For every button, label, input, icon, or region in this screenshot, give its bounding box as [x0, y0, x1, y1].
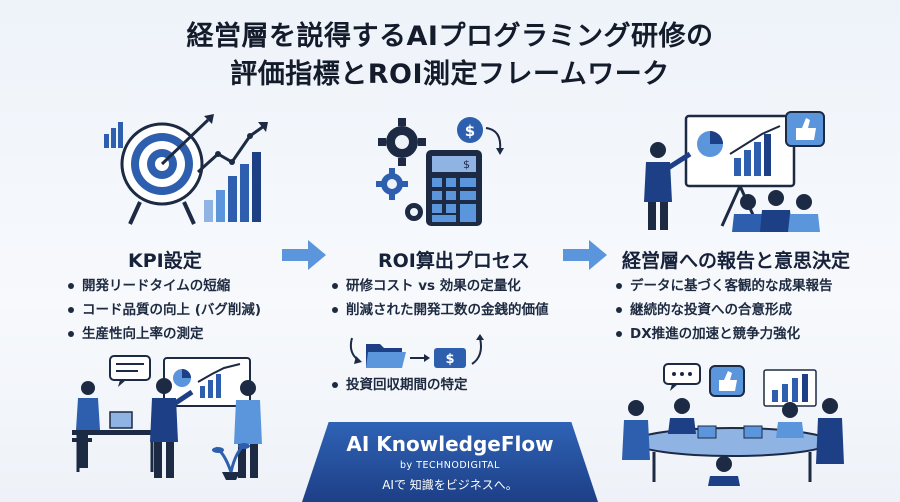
gear-icon	[378, 118, 426, 166]
page-title: 経営層を説得するAIプログラミング研修の 評価指標とROI測定フレームワーク	[0, 18, 900, 94]
list-item: コード品質の向上 (バグ削減)	[66, 298, 261, 322]
list-item: 継続的な投資への合意形成	[614, 298, 833, 322]
thumbs-up-icon	[785, 111, 825, 147]
calculator-gears-illustration: $ $	[376, 117, 504, 226]
gear-icon	[405, 203, 423, 221]
gear-icon	[376, 168, 408, 200]
kpi-list: 開発リードタイムの短縮 コード品質の向上 (バグ削減) 生産性向上率の測定	[66, 274, 261, 346]
team-meeting-illustration	[72, 355, 262, 480]
bar-chart-icon	[204, 152, 261, 222]
list-item: 削減された開発工数の金銭的価値	[330, 298, 549, 322]
list-item: 研修コスト vs 効果の定量化	[330, 274, 549, 298]
list-item: 開発リードタイムの短縮	[66, 274, 261, 298]
thumbs-up-icon	[709, 365, 745, 397]
brand-by-line: by TECHNODIGITAL	[400, 460, 500, 471]
svg-text:$: $	[445, 352, 454, 367]
svg-text:$: $	[463, 158, 470, 171]
speech-bubble-icon	[663, 363, 701, 391]
svg-text:$: $	[465, 122, 475, 140]
kpi-heading: KPI設定	[128, 250, 202, 272]
brand-tagline: AIで 知識をビジネスへ。	[382, 478, 518, 492]
roi-list: 研修コスト vs 効果の定量化 削減された開発工数の金銭的価値	[330, 274, 549, 322]
list-item: DX推進の加速と競争力強化	[614, 322, 833, 346]
folder-to-money-flow: $	[349, 334, 484, 368]
list-item: データに基づく客観的な成果報告	[614, 274, 833, 298]
executive-presentation-illustration	[644, 111, 825, 232]
folder-icon	[366, 344, 406, 368]
target-icon	[120, 114, 214, 225]
calculator-icon: $	[426, 150, 482, 226]
roi-list-last: 投資回収期間の特定	[330, 373, 468, 397]
executive-list: データに基づく客観的な成果報告 継続的な投資への合意形成 DX推進の加速と競争力…	[614, 274, 833, 346]
list-item: 投資回収期間の特定	[330, 373, 468, 397]
roi-heading: ROI算出プロセス	[378, 250, 530, 272]
money-icon: $	[434, 348, 466, 368]
speech-bubble-icon	[109, 355, 151, 387]
boardroom-meeting-illustration	[622, 363, 844, 486]
title-line-1: 経営層を説得するAIプログラミング研修の	[186, 21, 714, 52]
brand-panel: AI KnowledgeFlow by TECHNODIGITAL AIで 知識…	[302, 422, 598, 502]
target-chart-illustration	[104, 114, 268, 225]
dollar-coin-icon: $	[457, 117, 483, 143]
executive-heading: 経営層への報告と意思決定	[622, 250, 851, 272]
brand-name: AI KnowledgeFlow	[346, 432, 554, 456]
flow-arrow-1	[282, 240, 326, 270]
title-line-2: 評価指標とROI測定フレームワーク	[230, 59, 670, 90]
flow-arrow-2	[563, 240, 607, 270]
list-item: 生産性向上率の測定	[66, 322, 261, 346]
